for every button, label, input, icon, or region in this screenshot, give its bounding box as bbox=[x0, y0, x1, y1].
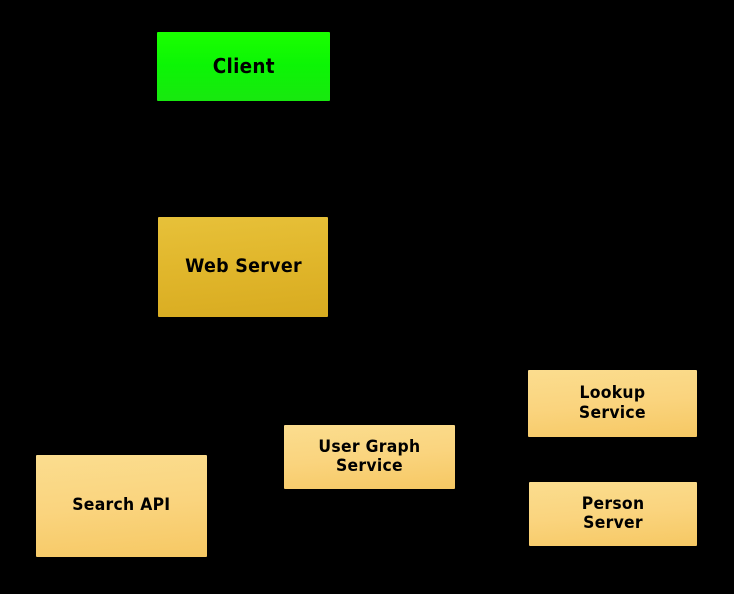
diagram-node-person-server-label: Person Server bbox=[581, 493, 645, 533]
diagram-node-client-label: Client bbox=[212, 54, 275, 79]
diagram-node-lookup-service-label: Lookup Service bbox=[579, 383, 646, 423]
diagram-node-web-server-label: Web Server bbox=[184, 255, 302, 278]
diagram-node-user-graph-service-label: User Graph Service bbox=[318, 436, 421, 476]
diagram-node-search-api[interactable]: Search API bbox=[36, 455, 207, 557]
diagram-node-search-api-label: Search API bbox=[72, 495, 171, 516]
diagram-node-person-server[interactable]: Person Server bbox=[529, 482, 697, 546]
diagram-node-user-graph-service[interactable]: User Graph Service bbox=[284, 425, 455, 489]
diagram-node-web-server[interactable]: Web Server bbox=[158, 217, 328, 317]
diagram-node-client[interactable]: Client bbox=[157, 32, 330, 101]
diagram-node-lookup-service[interactable]: Lookup Service bbox=[528, 370, 697, 437]
